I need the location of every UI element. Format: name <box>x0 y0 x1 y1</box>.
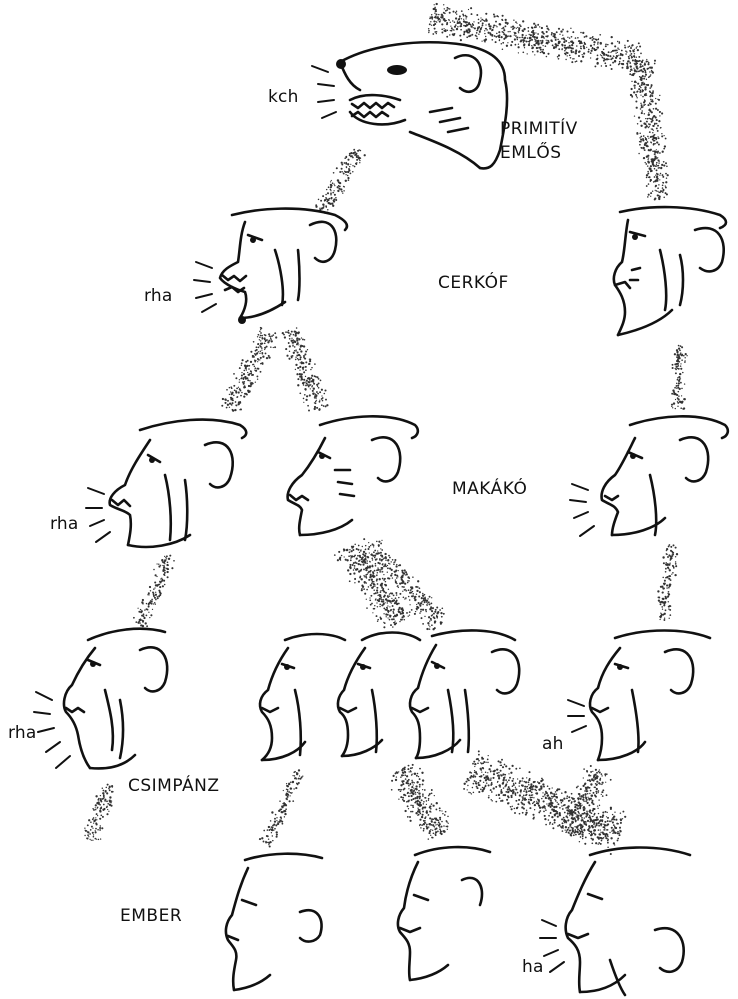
label-monkey: CERKÓF <box>438 272 509 294</box>
primitive-mammal-head <box>336 42 507 168</box>
label-macaque: MAKÁKÓ <box>452 478 527 500</box>
human-head-right <box>566 848 690 996</box>
sound-chimp-right: ah <box>542 733 564 755</box>
sound-primitive: kch <box>268 86 299 108</box>
human-head-middle <box>398 847 490 980</box>
monkey-head-right <box>614 207 726 335</box>
monkey-sound-lines <box>194 262 216 312</box>
sound-monkey: rha <box>144 285 172 307</box>
human-sound-lines <box>540 920 564 972</box>
chimp-head-left <box>64 629 167 769</box>
sound-macaque: rha <box>50 513 78 535</box>
monkey-head-left <box>220 209 347 324</box>
label-human: EMBER <box>120 905 182 927</box>
label-primitive-mammal-line1: PRIMITÍV <box>500 118 578 140</box>
chimp-head-middle-2 <box>338 633 420 757</box>
macaque-sound-lines <box>86 488 110 542</box>
sound-human: ha <box>522 956 544 978</box>
label-chimp: CSIMPÁNZ <box>128 775 220 797</box>
chimp-head-middle-1 <box>260 634 345 760</box>
label-primitive-mammal-line2: EMLŐS <box>500 142 562 164</box>
chimp-head-right <box>590 631 710 761</box>
primitive-sound-lines <box>312 66 336 118</box>
macaque-right-sound-lines <box>570 484 594 536</box>
sound-chimp-left: rha <box>8 722 36 744</box>
macaque-head-right <box>602 416 728 535</box>
macaque-head-middle <box>288 416 418 535</box>
chimp-head-middle-3 <box>410 630 519 758</box>
human-head-left <box>226 854 322 990</box>
macaque-head-left <box>110 420 247 547</box>
chimp-right-sound-lines <box>568 700 586 732</box>
stippled-lineage-connectors <box>84 3 688 855</box>
